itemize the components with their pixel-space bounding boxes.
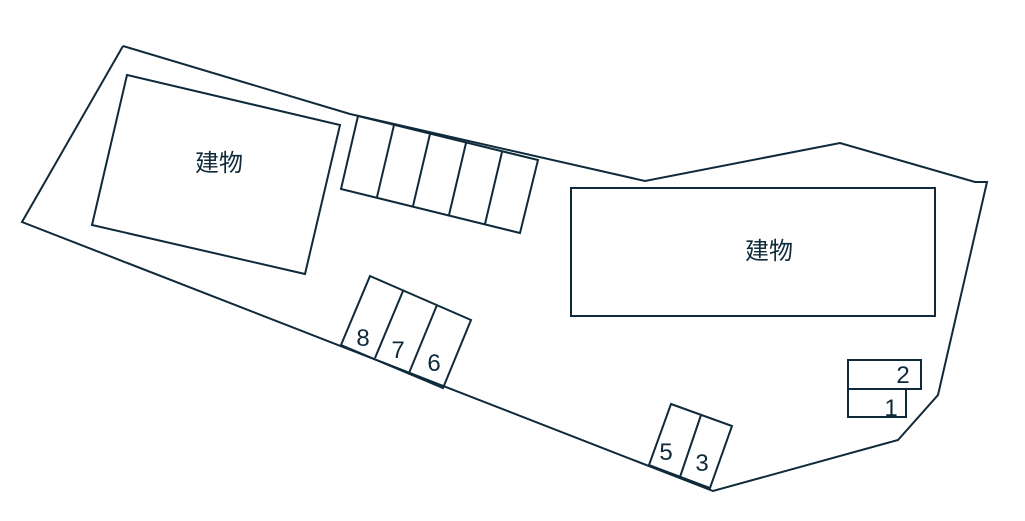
parking-space-3[interactable]: 3 xyxy=(695,450,708,477)
building-right[interactable]: 建物 xyxy=(570,187,936,317)
parking-space-6[interactable]: 6 xyxy=(427,350,440,377)
lot-boundary xyxy=(20,45,989,493)
parking-space-7[interactable]: 7 xyxy=(391,337,404,364)
building-left[interactable]: 建物 xyxy=(90,73,342,276)
building-left-label: 建物 xyxy=(195,149,243,177)
parking-space-8[interactable]: 8 xyxy=(356,325,369,352)
parking-row-top xyxy=(339,114,540,235)
parking-row-right: 2 1 xyxy=(847,359,922,422)
parking-row-bottom: 5 3 xyxy=(647,402,734,490)
parking-row-middle: 8 7 6 xyxy=(339,274,473,390)
parking-space-5[interactable]: 5 xyxy=(659,439,672,466)
parking-space-1[interactable]: 1 xyxy=(884,395,897,422)
parking-space-2[interactable]: 2 xyxy=(896,362,909,389)
building-right-label: 建物 xyxy=(745,237,793,265)
